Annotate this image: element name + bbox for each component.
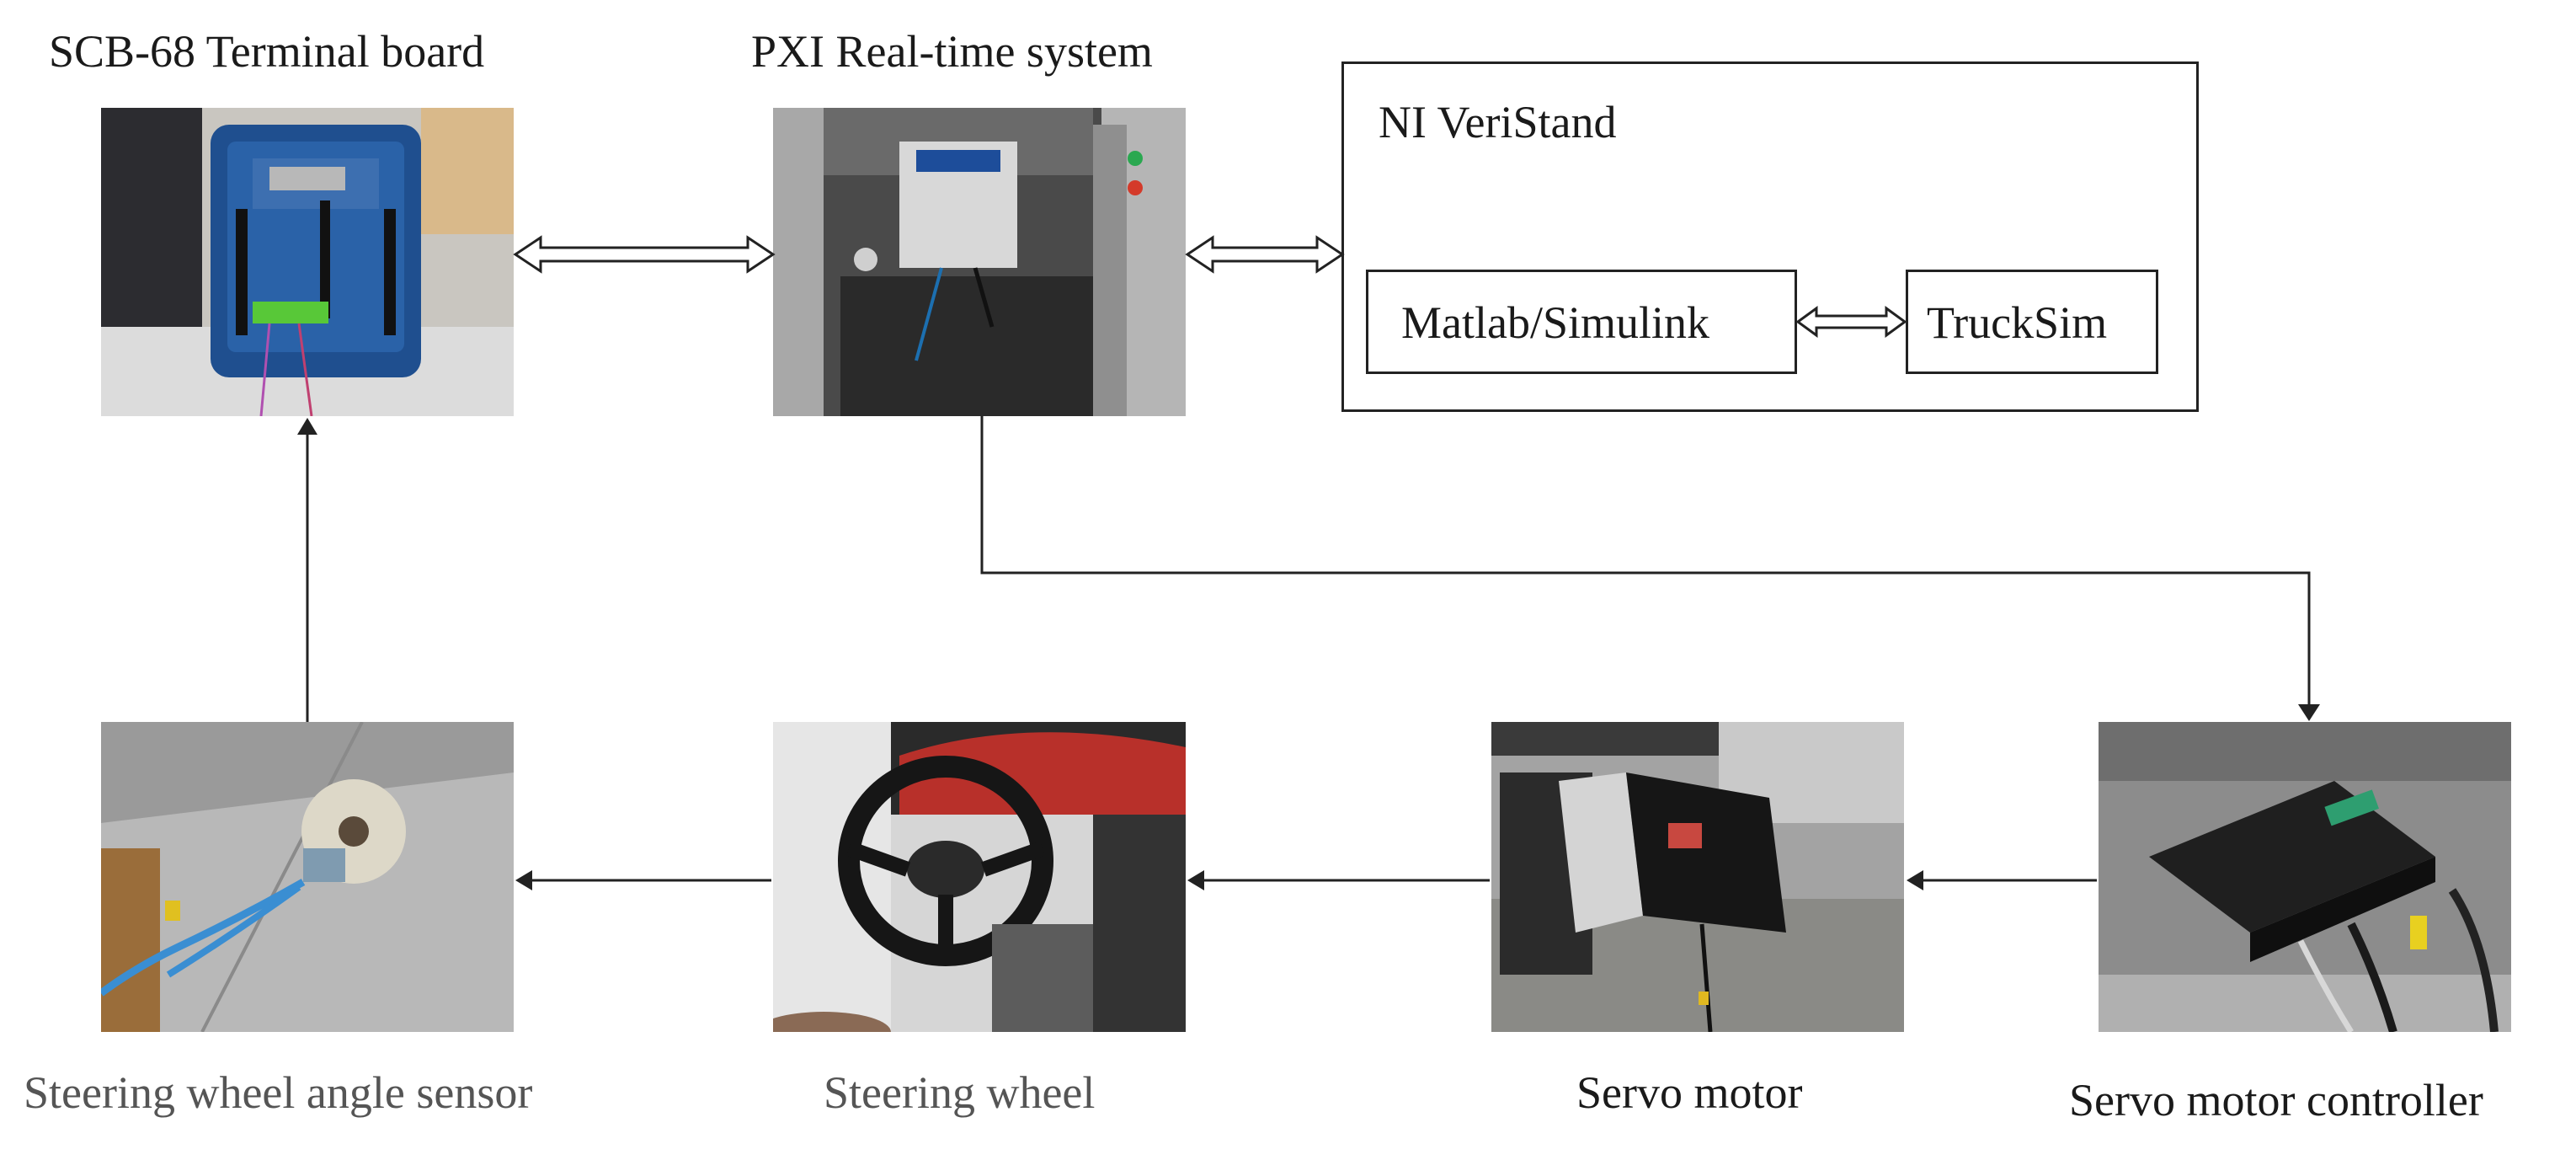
edge-terminal-pxi bbox=[513, 235, 776, 274]
pxi-system-label: PXI Real-time system bbox=[751, 26, 1153, 77]
edge-pxi-controller bbox=[980, 416, 2311, 718]
steering-wheel-photo bbox=[773, 722, 1186, 1032]
simulink-box bbox=[1366, 270, 1797, 374]
simulink-label: Matlab/Simulink bbox=[1401, 297, 1710, 348]
servo-motor-photo bbox=[1491, 722, 1904, 1032]
servo-motor-label: Servo motor bbox=[1576, 1067, 1803, 1118]
steering-wheel-label: Steering wheel bbox=[824, 1067, 1096, 1118]
trucksim-box bbox=[1906, 270, 2158, 374]
veristand-title: NI VeriStand bbox=[1379, 97, 1617, 147]
angle-sensor-photo bbox=[101, 722, 514, 1032]
servo-controller-label: Servo motor controller bbox=[2069, 1075, 2483, 1125]
edge-pxi-veristand bbox=[1185, 235, 1345, 274]
terminal-board-photo bbox=[101, 108, 514, 416]
pxi-system-photo bbox=[773, 108, 1186, 416]
servo-controller-photo bbox=[2099, 722, 2511, 1032]
trucksim-label: TruckSim bbox=[1927, 297, 2108, 348]
terminal-board-label: SCB-68 Terminal board bbox=[49, 26, 485, 77]
angle-sensor-label: Steering wheel angle sensor bbox=[24, 1067, 533, 1118]
